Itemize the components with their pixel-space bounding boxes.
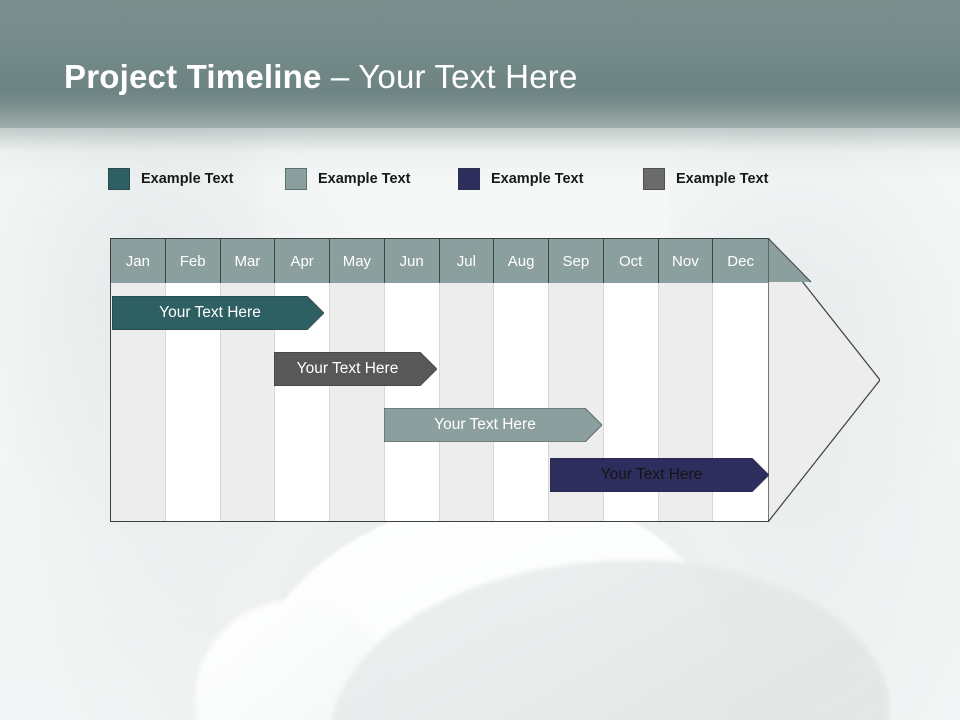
legend-swatch-icon [285,168,307,190]
gridline-may [330,283,385,521]
task-bar-shape: Your Text Here [112,296,324,330]
month-header-jul[interactable]: Jul [440,239,495,283]
month-header-aug[interactable]: Aug [494,239,549,283]
month-header-jun[interactable]: Jun [385,239,440,283]
legend: Example Text Example Text Example Text Exam… [108,168,898,194]
month-header-apr[interactable]: Apr [275,239,330,283]
column-stripe-feb [165,239,221,521]
task-bar-shape: Your Text Here [550,458,769,492]
page-title-light: – Your Text Here [321,58,578,95]
legend-swatch-icon [643,168,665,190]
column-stripe-jul [439,239,495,521]
column-stripe-aug [494,239,549,521]
month-header-oct[interactable]: Oct [604,239,659,283]
gridline-sep [549,283,604,521]
legend-item-label: Example Text [318,171,411,187]
legend-item-3: Example Text [458,168,583,190]
legend-item-label: Example Text [141,171,234,187]
task-bar-shape: Your Text Here [274,352,437,386]
gridline-aug [494,283,549,521]
gridline-jul [440,283,495,521]
legend-item-2: Example Text [285,168,410,190]
task-bar-shape: Your Text Here [384,408,602,442]
legend-item-4: Example Text [643,168,768,190]
month-header-may[interactable]: May [330,239,385,283]
column-stripe-mar [220,239,276,521]
task-bar-4[interactable]: Your Text Here [550,458,769,492]
gridline-jun [385,283,440,521]
legend-swatch-icon [458,168,480,190]
month-header-nov[interactable]: Nov [659,239,714,283]
gridline-oct [604,283,659,521]
month-header-dec[interactable]: Dec [727,252,754,270]
task-bar-2[interactable]: Your Text Here [274,352,437,386]
gridline-mar [221,283,276,521]
page-title: Project Timeline – Your Text Here [64,58,578,96]
column-gridlines [111,283,768,521]
timeline-arrow-head [768,238,880,522]
gridline-apr [275,283,330,521]
legend-item-label: Example Text [491,171,584,187]
title-band-fade [0,128,960,180]
gridline-nov [659,283,714,521]
gridline-jan [111,283,166,521]
month-header-jan[interactable]: Jan [111,239,166,283]
month-header-mar[interactable]: Mar [221,239,276,283]
month-header-feb[interactable]: Feb [166,239,221,283]
task-bar-3[interactable]: Your Text Here [384,408,602,442]
month-header-sep[interactable]: Sep [549,239,604,283]
task-bar-1[interactable]: Your Text Here [112,296,324,330]
legend-item-1: Example Text [108,168,233,190]
gridline-feb [166,283,221,521]
column-stripe-jan [111,239,166,521]
legend-item-label: Example Text [676,171,769,187]
title-band [0,0,960,128]
legend-swatch-icon [108,168,130,190]
page-title-bold: Project Timeline [64,58,322,95]
